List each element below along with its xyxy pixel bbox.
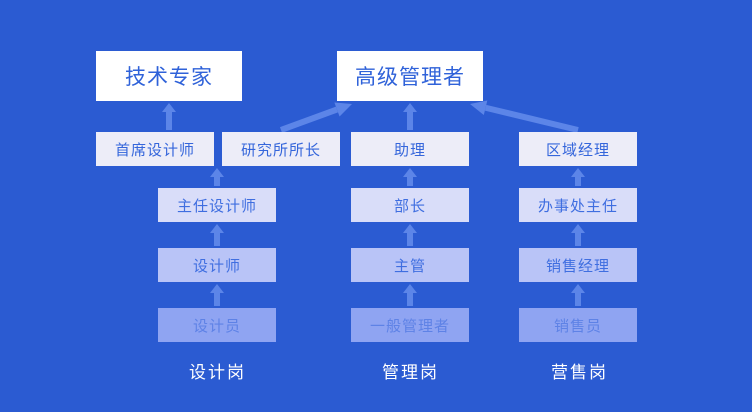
arrow-regional-manager-to-senior-manager [470, 100, 579, 133]
arrow-salesperson-to-sales-manager [571, 284, 585, 306]
node-institute-director[interactable]: 研究所所长 [222, 132, 340, 166]
arrow-junior-designer-to-designer [210, 284, 224, 306]
node-tech-expert[interactable]: 技术专家 [96, 51, 242, 101]
node-label: 一般管理者 [369, 317, 450, 335]
node-label: 区域经理 [545, 141, 610, 159]
arrow-assistant-to-senior-manager [403, 103, 417, 130]
node-label: 销售经理 [545, 257, 610, 275]
node-chief-designer[interactable]: 首席设计师 [96, 132, 214, 166]
node-label: 高级管理者 [355, 66, 465, 89]
arrow-department-head-to-assistant [403, 168, 417, 186]
node-department-head[interactable]: 部长 [351, 188, 469, 222]
node-label: 首席设计师 [114, 141, 195, 159]
node-label: 办事处主任 [537, 197, 618, 215]
arrow-sales-manager-to-office-director [571, 224, 585, 246]
node-label: 销售员 [553, 317, 602, 335]
node-office-director[interactable]: 办事处主任 [519, 188, 637, 222]
node-supervisor[interactable]: 主管 [351, 248, 469, 282]
node-label: 主任设计师 [176, 197, 257, 215]
node-junior-designer[interactable]: 设计员 [158, 308, 276, 342]
node-label: 设计师 [192, 257, 241, 275]
node-regional-manager[interactable]: 区域经理 [519, 132, 637, 166]
arrow-supervisor-to-department-head [403, 224, 417, 246]
track-label-design: 设计岗 [189, 363, 246, 382]
arrow-lead-designer-to-chief-designer [210, 168, 224, 186]
arrow-institute-director-to-senior-manager [279, 102, 352, 133]
node-label: 主管 [393, 257, 426, 275]
node-label: 部长 [393, 197, 426, 215]
node-label: 研究所所长 [240, 141, 321, 159]
arrow-office-director-to-regional-manager [571, 168, 585, 186]
node-label: 设计员 [192, 317, 241, 335]
node-general-manager[interactable]: 一般管理者 [351, 308, 469, 342]
track-label-sales: 营售岗 [551, 363, 608, 382]
arrow-designer-to-lead-designer [210, 224, 224, 246]
node-sales-manager[interactable]: 销售经理 [519, 248, 637, 282]
arrow-chief-designer-to-tech-expert [162, 103, 176, 130]
track-label-management: 管理岗 [382, 363, 439, 382]
arrow-general-manager-to-supervisor [403, 284, 417, 306]
node-salesperson[interactable]: 销售员 [519, 308, 637, 342]
node-senior-manager[interactable]: 高级管理者 [337, 51, 483, 101]
node-assistant[interactable]: 助理 [351, 132, 469, 166]
node-lead-designer[interactable]: 主任设计师 [158, 188, 276, 222]
node-label: 技术专家 [125, 66, 213, 89]
node-designer[interactable]: 设计师 [158, 248, 276, 282]
node-label: 助理 [393, 141, 426, 159]
